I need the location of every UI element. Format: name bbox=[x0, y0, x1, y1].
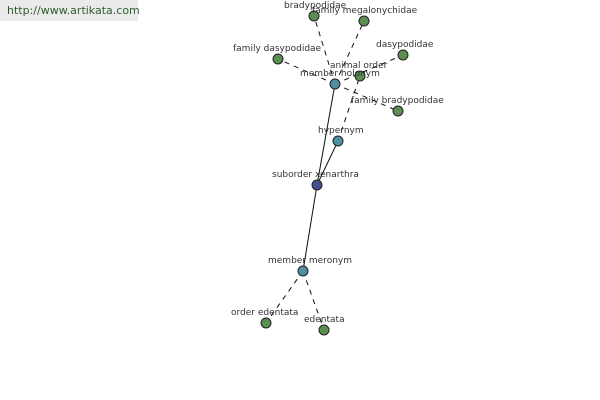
edge-member-holonym-to-family-megalonychidae bbox=[334, 20, 365, 85]
edge-hypernym-to-animal-order bbox=[337, 75, 361, 142]
node-dot-order-edentata[interactable] bbox=[260, 317, 272, 329]
node-dot-member-meronym[interactable] bbox=[297, 265, 309, 277]
node-order-edentata[interactable]: order edentata bbox=[231, 308, 298, 329]
node-dot-suborder-xenarthra[interactable] bbox=[311, 179, 323, 191]
node-dot-family-bradypodidae[interactable] bbox=[392, 105, 404, 117]
node-label-family-dasypodidae[interactable]: family dasypodidae bbox=[233, 44, 322, 54]
node-family-bradypodidae[interactable]: family bradypodidae bbox=[351, 96, 444, 117]
node-dot-member-holonym[interactable] bbox=[329, 78, 341, 90]
node-label-animal-order[interactable]: animal order bbox=[330, 61, 388, 71]
node-member-holonym[interactable]: member holonym bbox=[300, 69, 380, 90]
node-label-bradypodidae[interactable]: bradypodidae bbox=[284, 1, 347, 11]
node-dot-family-megalonychidae[interactable] bbox=[358, 15, 370, 27]
node-edentata[interactable]: edentata bbox=[304, 315, 345, 336]
url-banner: http://www.artikata.com bbox=[0, 0, 140, 21]
node-dot-hypernym[interactable] bbox=[332, 135, 344, 147]
node-family-megalonychidae[interactable]: family megalonychidae bbox=[312, 6, 418, 27]
node-dot-bradypodidae[interactable] bbox=[308, 10, 320, 22]
node-label-hypernym[interactable]: hypernym bbox=[318, 126, 364, 136]
node-label-order-edentata[interactable]: order edentata bbox=[231, 308, 298, 318]
edge-suborder-xenarthra-to-member-holonym bbox=[316, 83, 336, 186]
graph-edges bbox=[265, 15, 404, 331]
node-label-family-megalonychidae[interactable]: family megalonychidae bbox=[312, 6, 418, 16]
node-dot-family-dasypodidae[interactable] bbox=[272, 53, 284, 65]
node-dot-dasypodidae[interactable] bbox=[397, 49, 409, 61]
edge-suborder-xenarthra-to-hypernym bbox=[316, 140, 339, 186]
node-label-suborder-xenarthra[interactable]: suborder xenarthra bbox=[272, 170, 359, 180]
node-suborder-xenarthra[interactable]: suborder xenarthra bbox=[272, 170, 359, 191]
edge-member-holonym-to-family-dasypodidae bbox=[277, 58, 336, 85]
node-label-family-bradypodidae[interactable]: family bradypodidae bbox=[351, 96, 444, 106]
node-dot-edentata[interactable] bbox=[318, 324, 330, 336]
node-hypernym[interactable]: hypernym bbox=[318, 126, 364, 147]
node-label-member-meronym[interactable]: member meronym bbox=[268, 256, 352, 266]
node-bradypodidae[interactable]: bradypodidae bbox=[284, 1, 347, 22]
node-dasypodidae[interactable]: dasypodidae bbox=[376, 40, 434, 61]
edge-suborder-xenarthra-to-member-meronym bbox=[302, 184, 318, 272]
edge-member-holonym-to-family-bradypodidae bbox=[334, 83, 399, 112]
edge-member-meronym-to-edentata bbox=[302, 270, 325, 331]
site-url-link[interactable]: http://www.artikata.com bbox=[7, 4, 140, 17]
edge-member-holonym-to-dasypodidae bbox=[334, 54, 404, 85]
node-dot-animal-order[interactable] bbox=[354, 70, 366, 82]
node-label-member-holonym[interactable]: member holonym bbox=[300, 69, 380, 79]
node-family-dasypodidae[interactable]: family dasypodidae bbox=[233, 44, 322, 65]
node-label-dasypodidae[interactable]: dasypodidae bbox=[376, 40, 434, 50]
edge-member-holonym-to-bradypodidae bbox=[313, 15, 336, 85]
node-label-edentata[interactable]: edentata bbox=[304, 315, 345, 325]
node-animal-order[interactable]: animal order bbox=[330, 61, 388, 82]
node-member-meronym[interactable]: member meronym bbox=[268, 256, 352, 277]
edge-member-meronym-to-order-edentata bbox=[265, 270, 304, 324]
